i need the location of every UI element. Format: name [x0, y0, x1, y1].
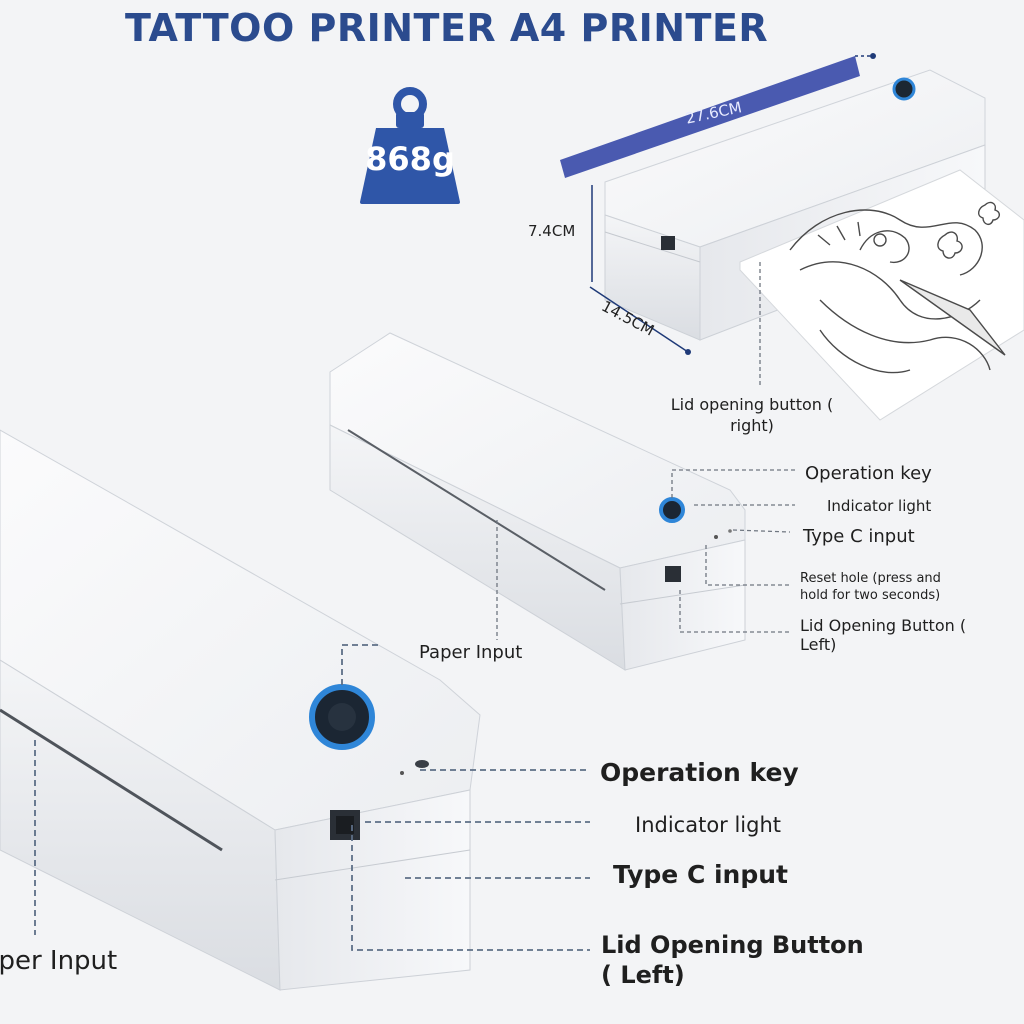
front-printer	[0, 429, 590, 991]
lid-button-middle	[665, 566, 681, 582]
label-operation-key-middle: Operation key	[805, 463, 932, 484]
label-lid-button-left-front: Lid Opening Button ( Left)	[601, 931, 864, 989]
label-paper-input-front: Paper Input	[0, 946, 118, 976]
usb-port-top	[661, 236, 675, 250]
label-type-c-front: Type C input	[613, 860, 788, 889]
operation-button-top[interactable]	[892, 77, 916, 101]
top-printer	[560, 53, 1024, 421]
label-lid-button-left-middle: Lid Opening Button ( Left)	[800, 616, 967, 654]
label-type-c-middle: Type C input	[803, 526, 915, 547]
dragon-tattoo-illustration	[789, 201, 1006, 374]
middle-printer	[329, 332, 795, 671]
label-paper-input-middle: Paper Input	[419, 642, 523, 663]
weight-badge: 868g	[360, 88, 460, 206]
label-operation-key-front: Operation key	[600, 758, 799, 787]
height-dimension-label: 7.4CM	[528, 222, 576, 240]
paper-input-front-clip: Paper Input	[0, 946, 140, 986]
weight-icon	[360, 87, 460, 204]
operation-button-middle[interactable]	[659, 497, 685, 523]
width-dimension-band	[560, 56, 860, 178]
label-indicator-light-middle: Indicator light	[827, 497, 932, 515]
page-title: TATTOO PRINTER A4 PRINTER	[125, 6, 769, 50]
label-reset-hole: Reset hole (press and hold for two secon…	[800, 571, 941, 603]
label-lid-button-right: Lid opening button ( right)	[670, 395, 834, 435]
label-indicator-light-front: Indicator light	[635, 813, 782, 837]
weight-value: 868g	[365, 140, 455, 178]
